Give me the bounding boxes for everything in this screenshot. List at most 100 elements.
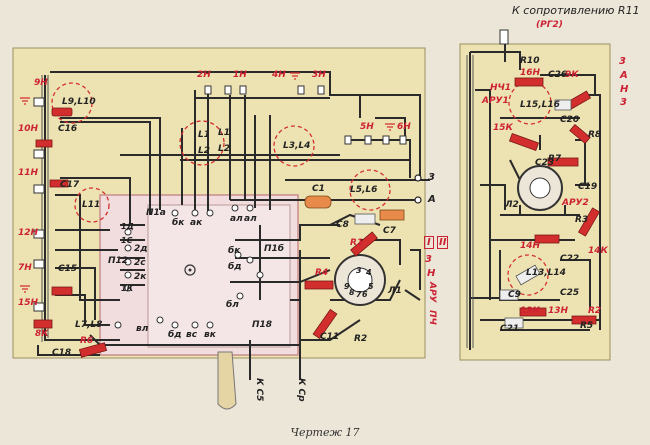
ground-symbols xyxy=(20,72,395,293)
switch-center xyxy=(184,264,196,276)
label-5n: 5Н xyxy=(360,122,374,132)
label-r5: R5 xyxy=(580,321,594,331)
label-l11: L11 xyxy=(82,200,101,210)
label-c26: C26 xyxy=(548,70,568,80)
pin-9: 9 xyxy=(344,282,350,291)
label-3n: 3Н xyxy=(312,70,326,80)
label-7n: 7Н xyxy=(18,263,32,273)
label-1n: 1Н xyxy=(233,70,247,80)
label-k-cp: К Ср xyxy=(296,378,306,402)
output-terminals xyxy=(414,174,422,204)
label-c25: C25 xyxy=(560,288,580,298)
label-vs: вс xyxy=(186,330,198,340)
pin-7: 7 xyxy=(356,290,362,299)
label-bk: бк xyxy=(172,218,185,228)
label-2n: 2Н xyxy=(197,70,211,80)
label-10n: 10Н xyxy=(18,124,39,134)
tube-L1 xyxy=(334,254,386,306)
pin-5: 5 xyxy=(368,282,374,291)
label-al2: ал xyxy=(244,214,257,224)
label-p1a: П1а xyxy=(146,208,166,218)
label-15k: 15К xyxy=(493,123,513,133)
label-bk2: бк xyxy=(228,246,241,256)
label-c11: C11 xyxy=(320,332,340,342)
label-11n: 11Н xyxy=(18,168,39,178)
label-c21: C21 xyxy=(500,324,520,334)
label-c20: C20 xyxy=(560,115,580,125)
mark-3: 3 xyxy=(425,254,432,265)
edge-a: А xyxy=(620,70,628,81)
label-l7l8: L7,L8 xyxy=(75,320,103,330)
label-c19: C19 xyxy=(578,182,598,192)
label-r3: R3 xyxy=(575,215,589,225)
label-L2: L2 xyxy=(218,144,230,154)
label-9n: 9Н xyxy=(34,78,48,88)
label-r6: R6 xyxy=(80,336,94,346)
label-c17: C17 xyxy=(60,180,80,190)
label-c8: C8 xyxy=(336,220,349,230)
label-p1b: П1б xyxy=(264,244,285,254)
label-nch1: НЧ1 xyxy=(490,83,512,93)
label-out-a: А xyxy=(428,194,436,205)
label-1k: 1К xyxy=(121,284,134,293)
label-p18: П18 xyxy=(252,320,273,330)
label-6n: 6Н xyxy=(397,122,411,132)
figure-caption: Чертеж 17 xyxy=(290,426,360,439)
label-2s: 2с xyxy=(134,258,146,268)
label-l3l4: L3,L4 xyxy=(283,141,311,151)
label-c16: C16 xyxy=(58,124,78,134)
label-r4: R4 xyxy=(315,268,329,278)
label-9k: 9К xyxy=(565,70,579,80)
label-12n: 12Н xyxy=(18,228,39,238)
label-bd: бд xyxy=(228,262,242,272)
red-components xyxy=(33,77,601,358)
label-L1: L1 xyxy=(218,128,230,138)
label-4n: 4Н xyxy=(272,70,286,80)
label-vk: вк xyxy=(204,330,216,340)
label-vl: вл xyxy=(136,324,149,334)
label-l9l10: L9,L10 xyxy=(62,97,96,107)
switch-panel-inner xyxy=(147,204,291,348)
switch-contacts xyxy=(114,204,264,329)
label-l13l14: L13,L14 xyxy=(526,268,566,278)
edge-3: 3 xyxy=(619,56,626,67)
label-r7: R7 xyxy=(548,154,562,164)
terminals xyxy=(33,29,509,312)
mark-II: II xyxy=(437,236,449,249)
label-al: ал xyxy=(230,214,243,224)
label-r2: R2 xyxy=(588,306,602,316)
mark-n: Н xyxy=(427,268,436,279)
label-tube-l1: Л1 xyxy=(388,286,402,296)
edge-3b: 3 xyxy=(620,97,627,108)
label-out-3: 3 xyxy=(428,172,435,183)
label-l5l6: L5,L6 xyxy=(350,185,378,195)
wires-main xyxy=(37,71,430,380)
pin-8: 8 xyxy=(349,288,355,297)
pin-6: 6 xyxy=(362,290,368,299)
top-note: К сопротивлению R11 xyxy=(512,4,640,17)
label-2k: 2к xyxy=(134,272,147,282)
pin-4: 4 xyxy=(366,268,372,277)
label-c9: C9 xyxy=(508,290,521,300)
label-c15: C15 xyxy=(58,264,78,274)
pin-3: 3 xyxy=(356,266,362,275)
label-c1: C1 xyxy=(312,184,325,194)
label-l2: L2 xyxy=(198,146,210,156)
label-c22: C22 xyxy=(560,254,580,264)
mark-pch: ПЧ xyxy=(427,310,437,325)
label-p12: П12 xyxy=(108,256,129,266)
label-k-c5: К С5 xyxy=(254,378,264,402)
mark-aru: АРУ xyxy=(427,282,437,303)
label-aru2: АРУ2 xyxy=(562,198,589,208)
label-14k: 14К xyxy=(588,246,608,256)
label-15n: 15Н xyxy=(18,298,39,308)
label-8k: 8К xyxy=(35,329,49,339)
label-l15l16: L15,L16 xyxy=(520,100,560,110)
label-ak: ак xyxy=(190,218,203,228)
tube-L2 xyxy=(517,165,563,211)
label-r2-main: R2 xyxy=(354,334,368,344)
label-14n: 14Н xyxy=(520,241,541,251)
switch-lever xyxy=(217,351,237,410)
bundle-lines xyxy=(41,55,474,348)
